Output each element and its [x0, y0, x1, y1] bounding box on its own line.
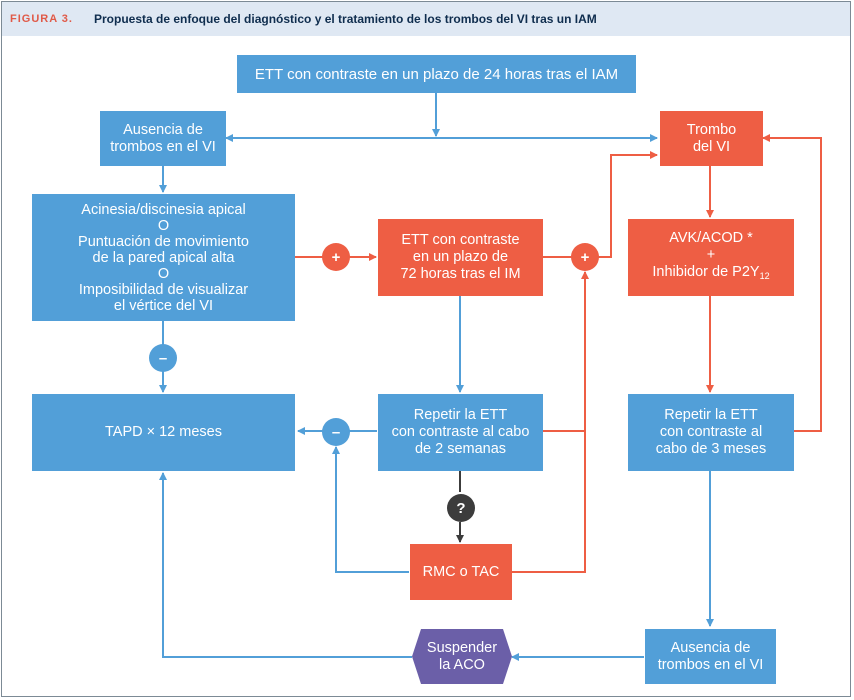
repetir-2s-line3: de 2 semanas	[414, 441, 507, 457]
repetir-2s-box: Repetir la ETT con contraste al cabo de …	[378, 394, 543, 471]
ausencia-bottom-line2: trombos en el VI	[657, 656, 764, 673]
plus-marker-left: +	[322, 243, 350, 271]
repetir-2s-line2: con contraste al cabo	[391, 424, 530, 440]
acinesia-box: Acinesia/discinesia apical O Puntuación …	[32, 194, 295, 321]
ausencia-bottom-box: Ausencia de trombos en el VI	[645, 629, 776, 684]
ett-72h-line2: en un plazo de	[412, 249, 509, 265]
repetir-3m-line1: Repetir la ETT	[664, 407, 758, 423]
suspender-line1: Suspender	[426, 639, 498, 656]
rmc-text: RMC o TAC	[422, 563, 500, 580]
suspender-box: Suspender la ACO	[412, 629, 512, 684]
avk-line1: AVK/ACOD *	[669, 230, 753, 246]
ausencia-top-line1: Ausencia de	[123, 121, 203, 138]
ett-72h-line1: ETT con contraste	[401, 232, 520, 248]
avk-line2: +	[706, 247, 716, 263]
trombo-box: Trombo del VI	[660, 111, 763, 166]
figure-header: FIGURA 3. Propuesta de enfoque del diagn…	[2, 2, 850, 36]
minus-marker-repetir: –	[322, 418, 350, 446]
repetir-3m-line2: con contraste al	[659, 424, 763, 440]
ett-24h-box: ETT con contraste en un plazo de 24 hora…	[237, 55, 636, 93]
repetir-3m-box: Repetir la ETT con contraste al cabo de …	[628, 394, 794, 471]
acinesia-line5: O	[157, 265, 170, 282]
ausencia-top-line2: trombos en el VI	[110, 138, 216, 155]
question-marker: ?	[447, 494, 475, 522]
arrow-rmc-up	[512, 271, 589, 573]
acinesia-line4: de la pared apical alta	[92, 249, 235, 266]
figure-title: Propuesta de enfoque del diagnóstico y e…	[94, 12, 597, 26]
repetir-3m-line3: cabo de 3 meses	[655, 441, 767, 457]
acinesia-line2: O	[157, 217, 170, 234]
acinesia-line1: Acinesia/discinesia apical	[81, 201, 246, 218]
avk-line3-main: Inhibidor de P2Y	[652, 264, 760, 280]
trombo-line2: del VI	[692, 138, 731, 155]
ausencia-top-box: Ausencia de trombos en el VI	[100, 111, 226, 166]
avk-box: AVK/ACOD * + Inhibidor de P2Y12	[628, 219, 794, 296]
avk-line3: Inhibidor de P2Y12	[652, 264, 769, 285]
ett-24h-text: ETT con contraste en un plazo de 24 hora…	[254, 65, 619, 83]
ett-72h-line3: 72 horas tras el IM	[400, 266, 521, 282]
arrow-suspender-to-tapd	[159, 472, 412, 658]
acinesia-line6: Imposibilidad de visualizar	[78, 281, 249, 298]
suspender-line2: la ACO	[439, 656, 485, 673]
trombo-line1: Trombo	[686, 121, 737, 138]
tapd-text: TAPD × 12 meses	[105, 424, 222, 440]
acinesia-line7: el vértice del VI	[113, 297, 214, 314]
minus-marker-acinesia: –	[149, 344, 177, 372]
repetir-2s-line1: Repetir la ETT	[413, 407, 508, 423]
acinesia-line3: Puntuación de movimiento	[78, 233, 249, 250]
figure-label: FIGURA 3.	[10, 13, 73, 25]
ett-72h-box: ETT con contraste en un plazo de 72 hora…	[378, 219, 543, 296]
rmc-box: RMC o TAC	[410, 544, 512, 600]
plus-marker-right: +	[571, 243, 599, 271]
arrow-rmc-to-minus	[332, 446, 409, 573]
arrow-repetir3m-to-trombo	[762, 134, 822, 432]
avk-line3-sub: 12	[759, 271, 770, 281]
tapd-box: TAPD × 12 meses	[32, 394, 295, 471]
ausencia-bottom-line1: Ausencia de	[670, 639, 751, 656]
